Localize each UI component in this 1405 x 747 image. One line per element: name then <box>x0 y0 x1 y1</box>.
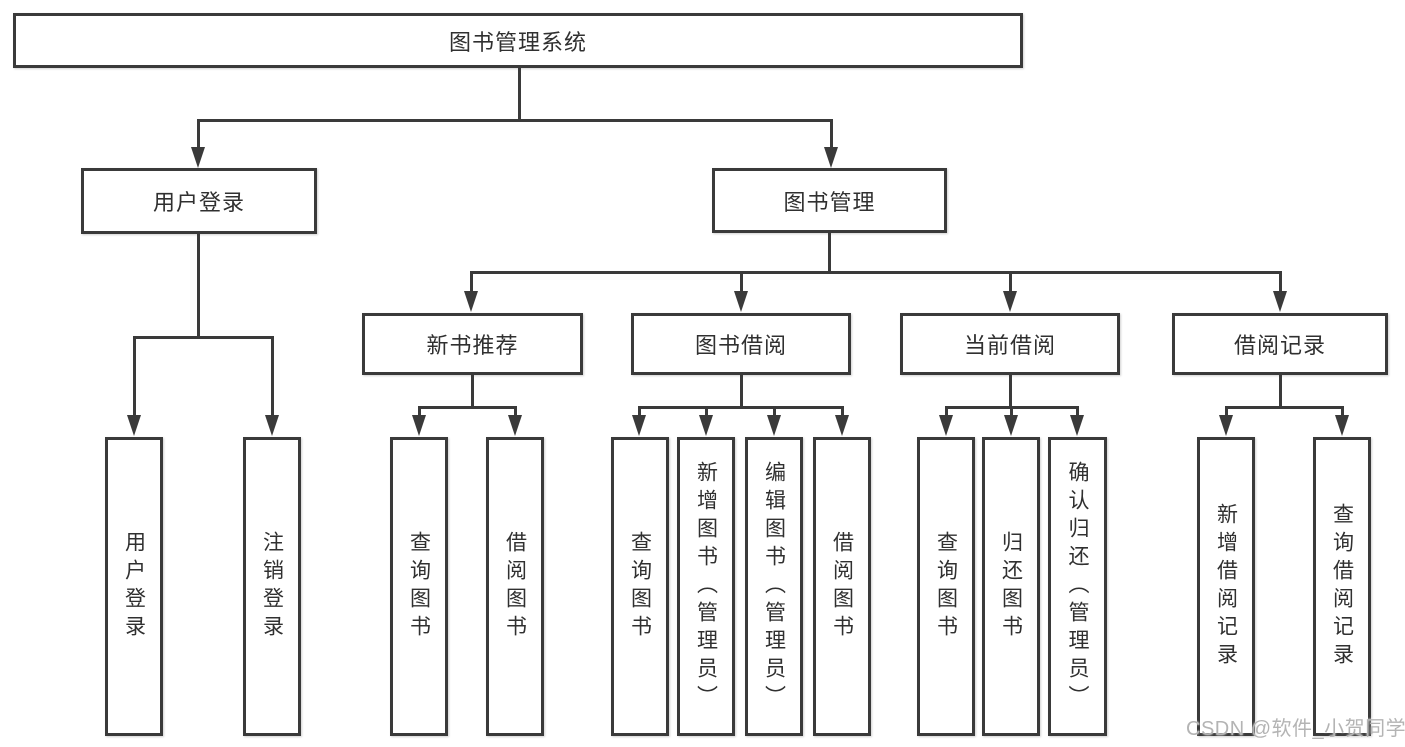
leaf-current-query: 查询图书 <box>917 437 975 736</box>
connector-arrow-shaft <box>418 406 421 419</box>
leaf-logout-label: 注销登录 <box>260 530 284 643</box>
connector-bookmgmt-stub <box>828 233 831 274</box>
connector-arrow-shaft <box>830 119 833 150</box>
connector-arrow-shaft <box>705 406 708 419</box>
connector-arrow-shaft <box>514 406 517 419</box>
connector-arrow-shaft <box>945 406 948 419</box>
connector-userlogin-branch <box>133 336 274 339</box>
node-root-label: 图书管理系统 <box>448 29 587 55</box>
leaf-current-return-label: 归还图书 <box>999 530 1023 643</box>
connector-current-stub <box>1009 375 1012 409</box>
leaf-borrow-borrow: 借阅图书 <box>813 437 871 736</box>
connector-arrow-shaft <box>1010 406 1013 419</box>
arrow-down-icon <box>632 415 646 436</box>
leaf-borrow-query: 查询图书 <box>611 437 669 736</box>
leaf-user-login: 用户登录 <box>105 437 163 736</box>
connector-arrow-shaft <box>133 336 136 418</box>
connector-newbook-stub <box>471 375 474 409</box>
connector-records-branch <box>1225 406 1344 409</box>
arrow-down-icon <box>1273 291 1287 312</box>
arrow-down-icon <box>464 291 478 312</box>
leaf-newbook-query-label: 查询图书 <box>407 530 431 643</box>
connector-arrow-shaft <box>1009 271 1012 295</box>
leaf-newbook-borrow: 借阅图书 <box>486 437 544 736</box>
connector-root-stub <box>518 68 521 122</box>
arrow-down-icon <box>835 415 849 436</box>
leaf-current-query-label: 查询图书 <box>934 530 958 643</box>
connector-arrow-shaft <box>1341 406 1344 419</box>
node-root: 图书管理系统 <box>13 13 1023 68</box>
node-current-borrow: 当前借阅 <box>900 313 1120 375</box>
leaf-records-query-label: 查询借阅记录 <box>1330 502 1354 671</box>
connector-arrow-shaft <box>1225 406 1228 419</box>
leaf-records-add-label: 新增借阅记录 <box>1214 502 1238 671</box>
leaf-borrow-edit-admin: 编辑图书（管理员） <box>745 437 803 736</box>
connector-borrow-stub <box>740 375 743 409</box>
arrow-down-icon <box>1335 415 1349 436</box>
leaf-current-confirm-admin: 确认归还（管理员） <box>1048 437 1107 736</box>
leaf-borrow-add-admin-label: 新增图书（管理员） <box>694 460 718 713</box>
connector-arrow-shaft <box>638 406 641 419</box>
connector-arrow-shaft <box>773 406 776 419</box>
node-borrow-records: 借阅记录 <box>1172 313 1388 375</box>
node-borrow-records-label: 借阅记录 <box>1233 333 1326 358</box>
leaf-logout: 注销登录 <box>243 437 301 736</box>
arrow-down-icon <box>412 415 426 436</box>
leaf-newbook-query: 查询图书 <box>390 437 448 736</box>
leaf-newbook-borrow-label: 借阅图书 <box>503 530 527 643</box>
leaf-borrow-query-label: 查询图书 <box>628 530 652 643</box>
connector-arrow-shaft <box>197 119 200 150</box>
node-book-borrow-label: 图书借阅 <box>694 333 787 358</box>
connector-arrow-shaft <box>271 336 274 418</box>
arrow-down-icon <box>1070 415 1084 436</box>
connector-bookmgmt-branch <box>470 271 1281 274</box>
node-book-management-label: 图书管理 <box>783 189 876 215</box>
arrow-down-icon <box>734 291 748 312</box>
arrow-down-icon <box>508 415 522 436</box>
connector-arrow-shaft <box>740 271 743 295</box>
leaf-records-query: 查询借阅记录 <box>1313 437 1371 736</box>
leaf-user-login-label: 用户登录 <box>122 530 146 643</box>
arrow-down-icon <box>1219 415 1233 436</box>
arrow-down-icon <box>265 415 279 436</box>
connector-userlogin-stub <box>197 233 200 339</box>
connector-borrow-branch <box>638 406 844 409</box>
arrow-down-icon <box>191 147 205 168</box>
leaf-current-confirm-admin-label: 确认归还（管理员） <box>1066 460 1089 713</box>
leaf-current-return: 归还图书 <box>982 437 1040 736</box>
connector-arrow-shaft <box>1279 271 1282 295</box>
connector-records-stub <box>1279 375 1282 409</box>
leaf-borrow-edit-admin-label: 编辑图书（管理员） <box>762 460 786 713</box>
leaf-borrow-add-admin: 新增图书（管理员） <box>677 437 735 736</box>
node-new-book-recommend-label: 新书推荐 <box>426 333 519 358</box>
arrow-down-icon <box>1004 415 1018 436</box>
arrow-down-icon <box>767 415 781 436</box>
arrow-down-icon <box>699 415 713 436</box>
arrow-down-icon <box>1003 291 1017 312</box>
node-new-book-recommend: 新书推荐 <box>362 313 583 375</box>
arrow-down-icon <box>824 147 838 168</box>
arrow-down-icon <box>127 415 141 436</box>
connector-root-branch <box>197 119 833 122</box>
leaf-borrow-borrow-label: 借阅图书 <box>830 530 854 643</box>
leaf-records-add: 新增借阅记录 <box>1197 437 1255 736</box>
connector-arrow-shaft <box>1076 406 1079 419</box>
csdn-watermark: CSDN @软件_小贺同学 <box>1186 718 1405 740</box>
node-user-login-label: 用户登录 <box>152 190 245 215</box>
node-book-borrow: 图书借阅 <box>631 313 851 375</box>
connector-newbook-branch <box>418 406 517 409</box>
arrow-down-icon <box>939 415 953 436</box>
node-current-borrow-label: 当前借阅 <box>963 333 1056 358</box>
node-book-management: 图书管理 <box>712 168 947 233</box>
node-user-login: 用户登录 <box>81 168 317 234</box>
connector-arrow-shaft <box>470 271 473 295</box>
connector-arrow-shaft <box>841 406 844 419</box>
